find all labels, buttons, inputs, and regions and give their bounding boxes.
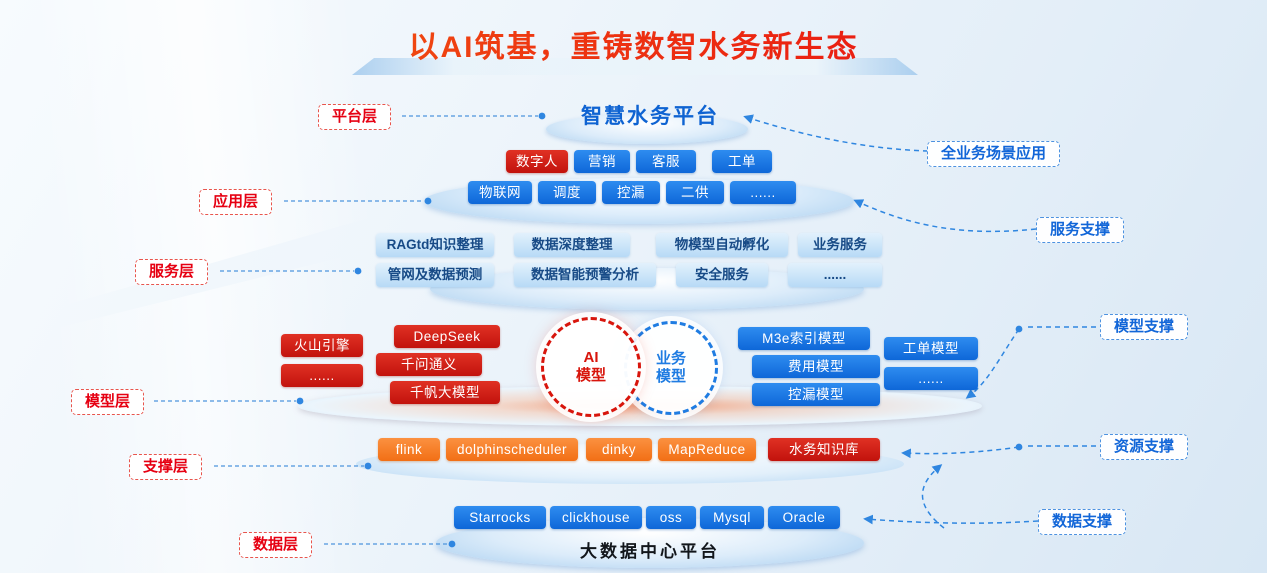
app-chip-work-order: 工单 [712,150,772,173]
layer-label-model: 模型层 [71,389,145,415]
app-chip-customer-service: 客服 [636,150,696,173]
layer-label-platform: 平台层 [318,104,392,130]
app-chip-marketing: 营销 [574,150,630,173]
service-chip-security-service: 安全服务 [676,263,768,287]
model-chip-more-right: ...... [884,367,978,390]
service-chip-business-service: 业务服务 [798,233,882,257]
service-chip-more: ...... [788,263,882,287]
model-chip-leak-control: 控漏模型 [752,383,880,406]
support-chip-dolphinscheduler: dolphinscheduler [446,438,578,461]
label-data-support: 数据支撑 [1038,509,1127,535]
app-chip-secondary-supply: 二供 [666,181,724,204]
service-chip-intelligent-warning: 数据智能预警分析 [514,263,656,287]
app-chip-iot: 物联网 [468,181,532,204]
service-chip-rag-knowledge: RAGtd知识整理 [376,233,494,257]
label-resource-support: 资源支撑 [1100,434,1189,460]
model-chip-qianfan: 千帆大模型 [390,381,500,404]
smart-water-platform-title: 智慧水务平台 [581,105,719,128]
model-chip-qwen: 千问通义 [376,353,482,376]
model-chip-m3e-index: M3e索引模型 [738,327,870,350]
app-chip-more: ...... [730,181,796,204]
support-chip-flink: flink [378,438,440,461]
app-chip-digital-human: 数字人 [506,150,568,173]
label-service-support: 服务支撑 [1036,217,1125,243]
service-chip-data-deep-processing: 数据深度整理 [514,233,630,257]
label-full-business-scenarios: 全业务场景应用 [927,141,1061,167]
big-data-center-title: 大数据中心平台 [580,542,720,561]
service-chip-model-auto-incubation: 物模型自动孵化 [656,233,788,257]
layer-label-data: 数据层 [239,532,313,558]
model-chip-work-order: 工单模型 [884,337,978,360]
layer-label-application: 应用层 [199,189,273,215]
support-chip-mapreduce: MapReduce [658,438,756,461]
model-chip-fee: 费用模型 [752,355,880,378]
data-chip-starrocks: Starrocks [454,506,546,529]
app-chip-leak-control: 控漏 [602,181,660,204]
data-chip-clickhouse: clickhouse [550,506,642,529]
layer-label-service: 服务层 [135,259,209,285]
data-chip-mysql: Mysql [700,506,764,529]
label-model-support: 模型支撑 [1100,314,1189,340]
model-chip-more-left: ...... [281,364,363,387]
app-chip-dispatch: 调度 [538,181,596,204]
model-chip-deepseek: DeepSeek [394,325,500,348]
support-chip-water-knowledge-base: 水务知识库 [768,438,880,461]
page-title: 以AI筑基，重铸数智水务新生态 [0,22,1267,66]
layer-label-support: 支撑层 [129,454,203,480]
model-chip-volcano-engine: 火山引擎 [281,334,363,357]
data-chip-oss: oss [646,506,696,529]
ai-model-circle: AI 模型 [541,317,641,417]
data-chip-oracle: Oracle [768,506,840,529]
support-chip-dinky: dinky [586,438,652,461]
service-chip-pipe-network-forecast: 管网及数据预测 [376,263,494,287]
